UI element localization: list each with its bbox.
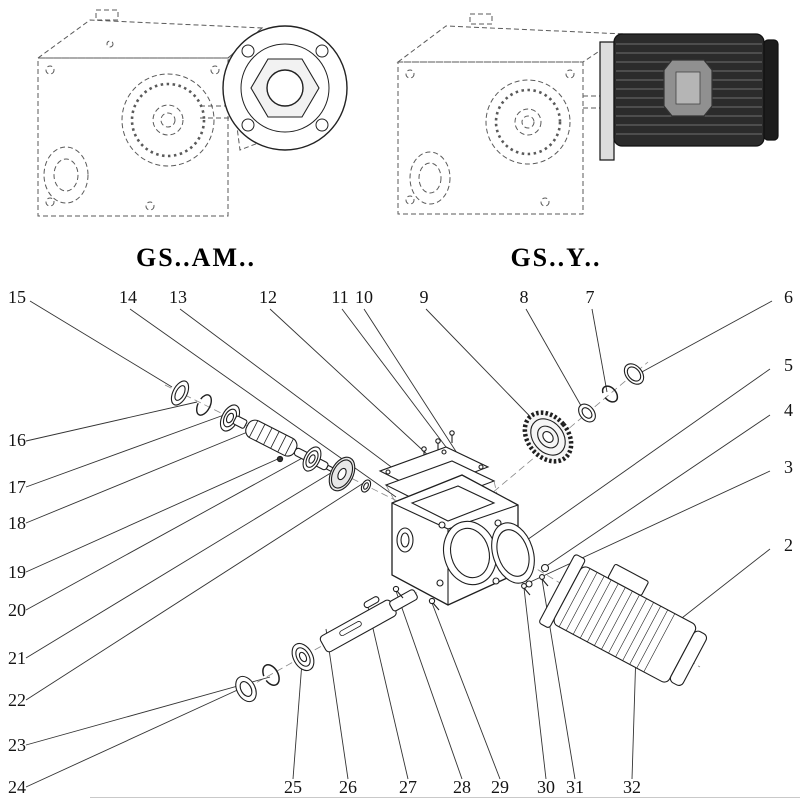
retaining-ring-part <box>195 394 213 416</box>
gear-ring-part <box>623 363 645 385</box>
part-number-28: 28 <box>453 777 471 797</box>
image-bottom-border <box>90 797 800 798</box>
leader-line-27 <box>367 606 409 780</box>
worm-gear-disc-part <box>328 456 356 492</box>
part-number-2: 2 <box>784 535 793 555</box>
leader-line-5 <box>516 368 771 548</box>
part-number-5: 5 <box>784 355 793 375</box>
part-number-23: 23 <box>8 735 26 755</box>
part-number-32: 32 <box>623 777 641 797</box>
worm-shaft-part <box>232 415 338 475</box>
leader-lines <box>25 300 773 788</box>
part-number-27: 27 <box>399 777 417 797</box>
leader-line-4 <box>544 414 771 568</box>
leader-line-10 <box>363 308 467 468</box>
output-bearing-part <box>291 642 315 672</box>
part-number-12: 12 <box>259 287 277 307</box>
part-number-15: 15 <box>8 287 26 307</box>
leader-line-6 <box>639 300 773 374</box>
exploded-diagram: 15 14 13 12 11 10 9 8 7 6 5 4 3 2 16 17 … <box>8 287 793 797</box>
set-screw-part <box>276 455 284 463</box>
part-number-10: 10 <box>355 287 373 307</box>
leader-line-24 <box>25 686 245 788</box>
housing-screw-part <box>392 585 440 611</box>
part-number-9: 9 <box>420 287 429 307</box>
gear-washer-part <box>578 403 596 423</box>
leader-line-8 <box>525 308 585 412</box>
leader-line-11 <box>341 308 447 448</box>
leader-line-17 <box>25 414 225 488</box>
part-number-17: 17 <box>8 477 26 497</box>
gear-housing-part <box>391 474 519 606</box>
shaft-key-part <box>363 596 380 609</box>
output-circlip-part <box>262 664 280 686</box>
leader-line-3 <box>527 470 771 584</box>
part-number-19: 19 <box>8 562 26 582</box>
leader-line-26 <box>325 628 349 780</box>
part-number-26: 26 <box>339 777 357 797</box>
part-number-30: 30 <box>537 777 555 797</box>
part-number-11: 11 <box>331 287 348 307</box>
part-number-13: 13 <box>169 287 187 307</box>
part-number-22: 22 <box>8 690 26 710</box>
leader-line-18 <box>25 430 251 524</box>
callout-numbers: 15 14 13 12 11 10 9 8 7 6 5 4 3 2 16 17 … <box>8 287 793 797</box>
leader-line-13 <box>179 308 411 482</box>
motor-flange-ring-part <box>491 522 535 584</box>
output-shaft-part <box>319 589 418 653</box>
helical-gear-part <box>522 410 574 464</box>
part-number-18: 18 <box>8 513 26 533</box>
variant-drawings: GS..AM.. GS..Y.. <box>36 9 779 272</box>
leader-line-29 <box>431 602 501 780</box>
leader-line-15 <box>29 300 173 388</box>
leader-line-19 <box>25 457 281 573</box>
leader-line-28 <box>395 590 463 780</box>
gearbox-motor-drawing <box>396 13 627 215</box>
leader-line-9 <box>425 308 549 436</box>
part-number-31: 31 <box>566 777 584 797</box>
motor-part <box>539 554 708 686</box>
leader-line-7 <box>591 308 608 393</box>
leader-line-14 <box>129 308 397 498</box>
shaft-seal-part <box>170 380 190 406</box>
leader-line-22 <box>25 483 363 701</box>
variant-label-gsy: GS..Y.. <box>510 243 601 272</box>
leader-line-32 <box>631 650 637 780</box>
flange-bolt-part <box>521 574 549 596</box>
part-number-16: 16 <box>8 430 26 450</box>
part-number-8: 8 <box>520 287 529 307</box>
leader-line-16 <box>25 401 198 442</box>
worm-bearing-part <box>302 446 322 472</box>
part-number-21: 21 <box>8 648 26 668</box>
part-number-4: 4 <box>784 400 793 420</box>
part-number-20: 20 <box>8 600 26 620</box>
oil-plug-part <box>540 563 550 573</box>
variant-label-gsam: GS..AM.. <box>136 243 256 272</box>
leader-line-20 <box>25 455 307 611</box>
leader-line-21 <box>25 470 335 659</box>
gear-circlip-part <box>601 385 619 403</box>
leader-line-23 <box>25 676 271 746</box>
part-number-7: 7 <box>586 287 595 307</box>
leader-line-12 <box>269 308 431 458</box>
output-flange <box>222 25 348 151</box>
part-number-25: 25 <box>284 777 302 797</box>
part-number-24: 24 <box>8 777 26 797</box>
part-number-6: 6 <box>784 287 793 307</box>
leader-line-25 <box>292 648 304 780</box>
part-number-29: 29 <box>491 777 509 797</box>
part-number-3: 3 <box>784 457 793 477</box>
motor-drawing <box>599 33 779 161</box>
output-washer-part <box>235 675 257 703</box>
spacer-ring-part <box>360 479 372 493</box>
part-number-14: 14 <box>119 287 137 307</box>
leader-line-30 <box>523 587 547 780</box>
